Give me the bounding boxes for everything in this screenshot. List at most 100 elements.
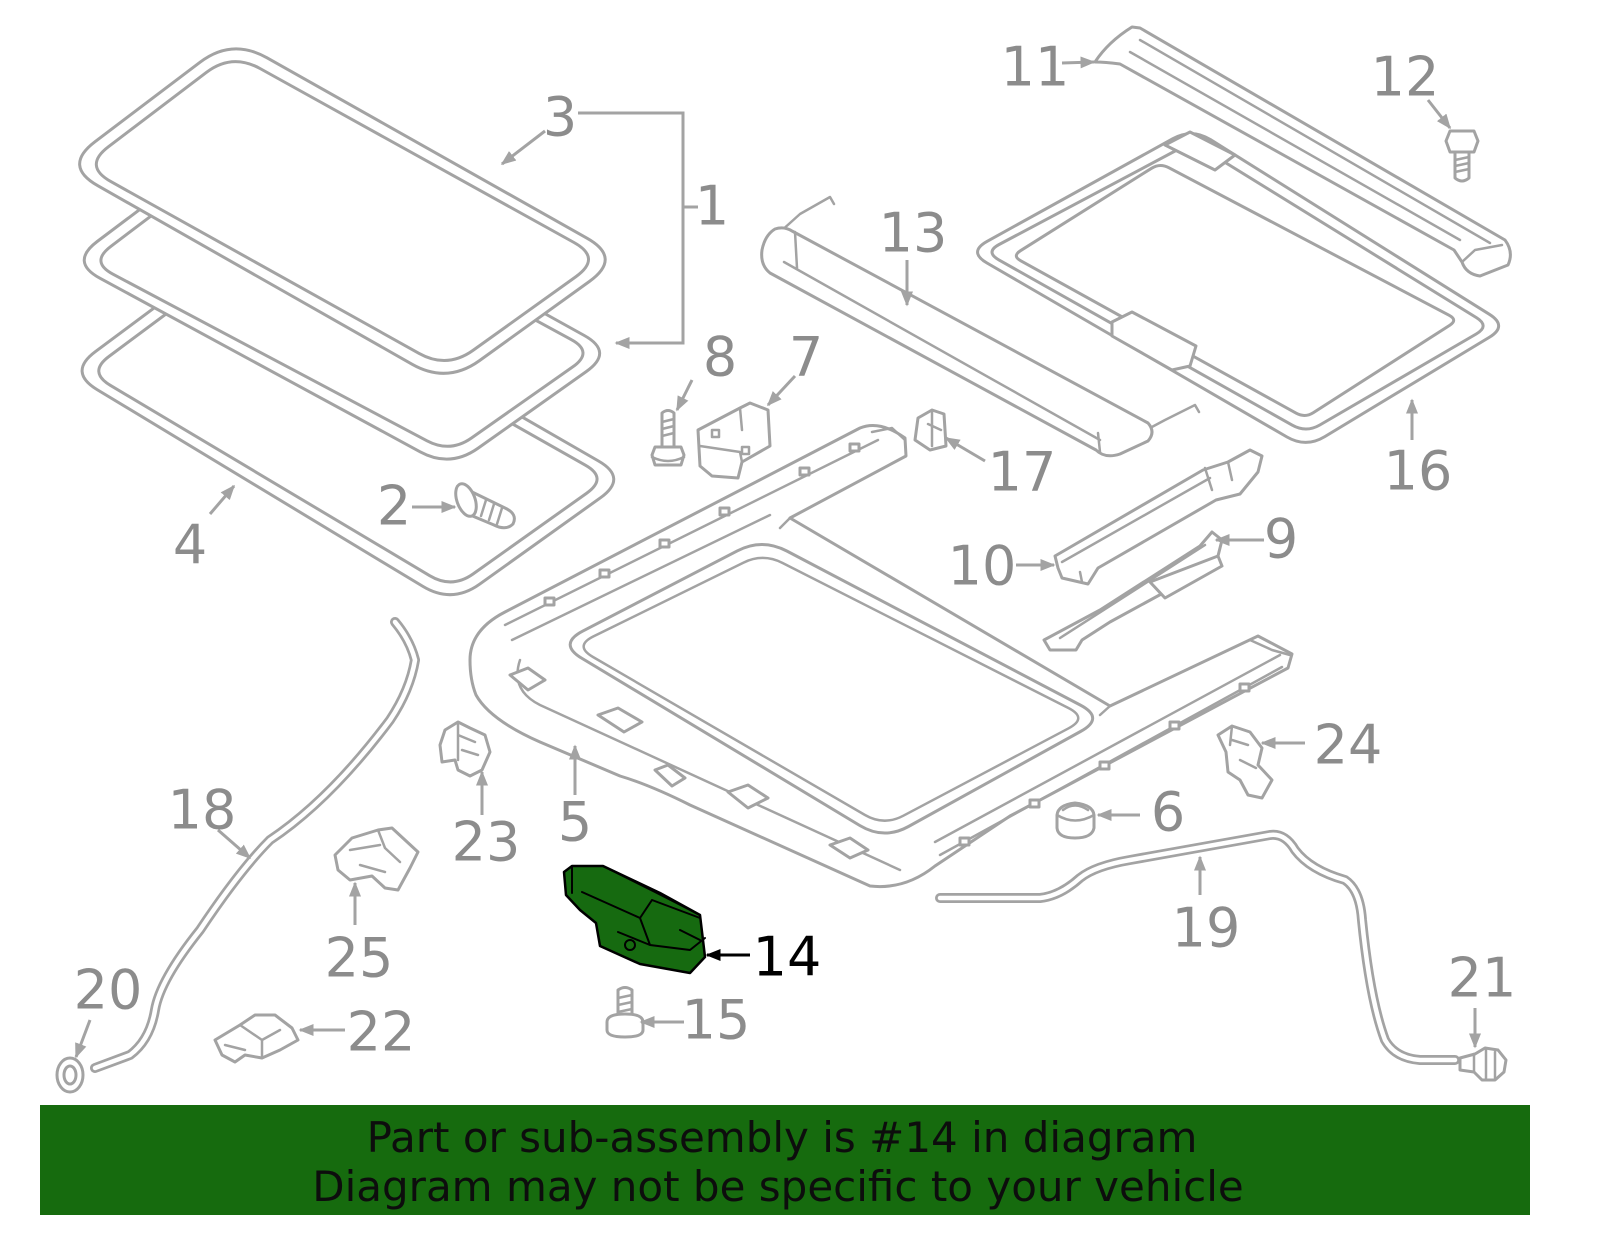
part-11-details (1128, 38, 1504, 264)
callout-11: 11 (1001, 36, 1070, 99)
part-13-sunshade-bar (760, 195, 1201, 458)
callout-6: 6 (1151, 781, 1185, 844)
part-15-head (605, 1012, 645, 1039)
callout-12: 12 (1371, 46, 1440, 109)
callout-1-leader (578, 111, 685, 349)
leader-lines (74, 56, 1481, 1059)
callout-4-leader (208, 484, 236, 515)
callout-23: 23 (452, 811, 521, 874)
part-22-clip (213, 1013, 300, 1064)
part-15-bolt (605, 986, 645, 1039)
part-9-side-piece (1148, 554, 1224, 600)
callout-7: 7 (789, 326, 823, 389)
part-17-details (926, 408, 943, 448)
part-13-details (782, 230, 1102, 454)
part-17-clip (913, 408, 948, 452)
callout-21: 21 (1448, 947, 1517, 1010)
part-13-left-wire (778, 195, 836, 234)
part-5-pads (508, 666, 870, 860)
disclaimer-banner: Part or sub-assembly is #14 in diagram D… (40, 1105, 1530, 1215)
part-23-details (456, 720, 480, 762)
callout-18: 18 (168, 779, 237, 842)
callout-17-leader (944, 436, 986, 463)
callout-3-leader (500, 129, 546, 166)
callout-10: 10 (948, 535, 1017, 598)
part-21-details (1472, 1048, 1497, 1080)
part-18-hose-core (92, 619, 418, 1071)
callout-3: 3 (543, 86, 577, 149)
callout-20-leader (74, 1019, 92, 1059)
part-2-threads (479, 498, 504, 526)
part-20-hole (62, 1064, 78, 1086)
callout-2: 2 (377, 475, 411, 538)
callout-1: 1 (695, 175, 729, 238)
part-6-details (1055, 804, 1096, 822)
part-16-frame (976, 130, 1501, 444)
part-22-details (223, 1023, 282, 1060)
part-16-tab (1110, 310, 1198, 372)
part-3-glass-panel (78, 47, 607, 375)
part-16-window (1014, 164, 1456, 417)
part-16-rear-bracket (1163, 130, 1237, 172)
callout-17: 17 (988, 441, 1057, 504)
part-8-threads (660, 417, 676, 438)
part-19-hose-core (937, 832, 1458, 1063)
callout-8: 8 (703, 326, 737, 389)
callout-9: 9 (1264, 508, 1298, 571)
part-24-bracket (1216, 724, 1274, 800)
callout-20: 20 (74, 959, 143, 1022)
part-22-body (213, 1013, 300, 1064)
banner-line-2: Diagram may not be specific to your vehi… (312, 1162, 1243, 1211)
part-8-washer-line (650, 455, 686, 463)
callout-15: 15 (682, 989, 751, 1052)
part-11-deflector (1093, 25, 1512, 278)
part-10-slide-rail (1053, 448, 1264, 586)
part-5-holes (543, 442, 1251, 847)
part-23-body (438, 720, 492, 778)
callout-5: 5 (558, 791, 592, 854)
callout-8-leader (675, 379, 694, 412)
callout-11-leader (1061, 56, 1096, 69)
callout-25: 25 (325, 927, 394, 990)
banner-line-1: Part or sub-assembly is #14 in diagram (367, 1113, 1198, 1162)
part-7-details (698, 406, 751, 464)
callout-labels: 1 2 3 4 5 6 7 8 9 10 11 12 13 14 15 16 1… (74, 36, 1517, 1064)
callout-22: 22 (347, 1001, 416, 1064)
part-10-details (1060, 460, 1234, 584)
part-7-body (696, 401, 772, 480)
part-23-clip (438, 720, 492, 778)
callout-13: 13 (879, 202, 948, 265)
part-8-bolt (650, 409, 686, 467)
part-2-head (454, 482, 478, 518)
part-25-body (333, 826, 420, 892)
part-6-grommet (1055, 801, 1096, 840)
callout-19: 19 (1172, 897, 1241, 960)
part-12-head (1444, 129, 1480, 154)
part-8-head (650, 445, 686, 467)
part-18-drain-hose (90, 617, 420, 1073)
part-15-threads (616, 993, 634, 1014)
part-24-details (1228, 724, 1258, 770)
part-13-body (760, 226, 1154, 458)
part-5-opening-outer (568, 542, 1095, 835)
part-2-screw (454, 482, 516, 530)
part-14-details (571, 865, 706, 951)
part-12-bolt (1444, 129, 1480, 183)
part-19-drain-hose (935, 829, 1460, 1065)
part-3-inner-edge (94, 60, 590, 362)
part-5-opening-inner (582, 556, 1080, 822)
callout-7-leader (766, 374, 797, 407)
part-25-details (348, 828, 402, 874)
part-9-details (1058, 543, 1207, 640)
part-7-bracket (696, 401, 772, 480)
part-5-rail-lines (503, 426, 1292, 872)
part-12-threads (1453, 155, 1471, 174)
part-25-clip (333, 826, 420, 892)
callout-16: 16 (1384, 440, 1453, 503)
part-21-fitting (1458, 1046, 1508, 1082)
callout-12-leader (1426, 99, 1452, 130)
banner-background (40, 1105, 1530, 1215)
callout-4: 4 (173, 514, 207, 577)
part-20-grommet (55, 1056, 85, 1094)
